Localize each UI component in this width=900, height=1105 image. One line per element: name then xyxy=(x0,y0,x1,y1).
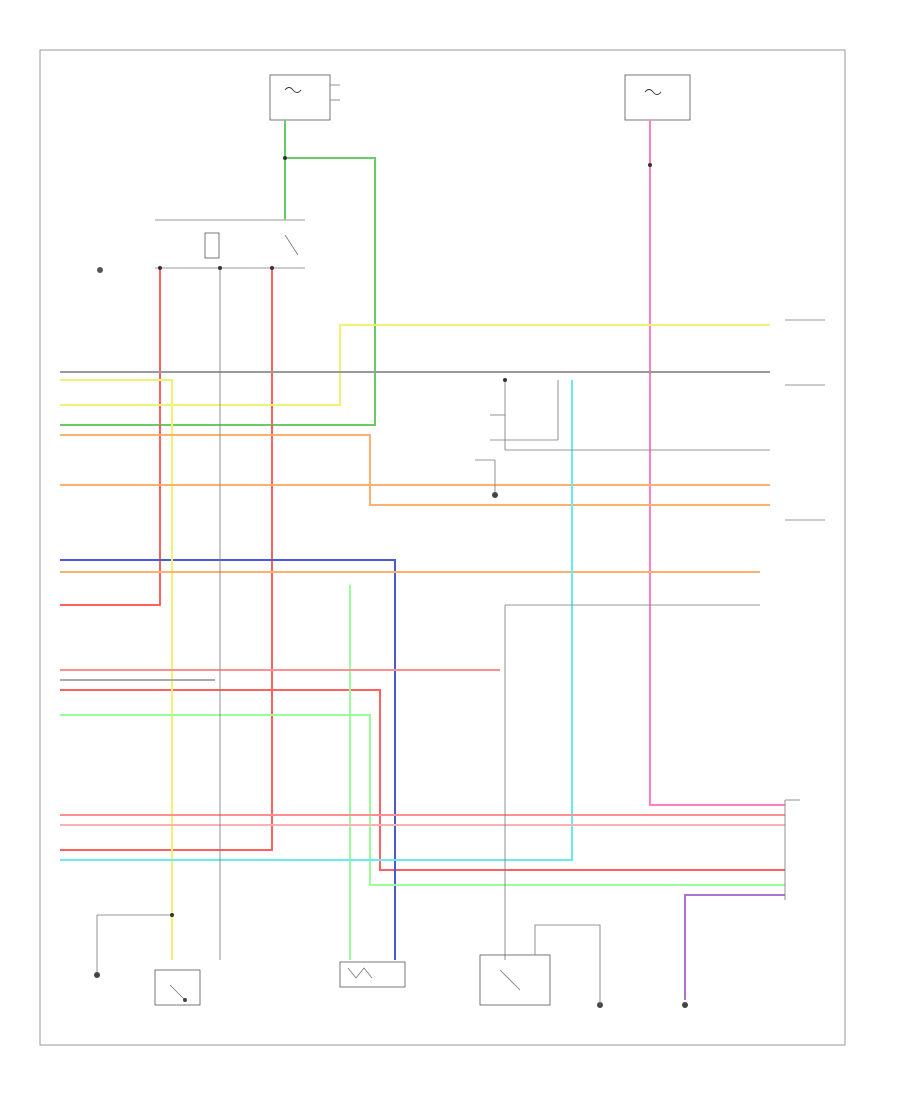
wire-orange-2 xyxy=(60,434,770,506)
output-shaft-speed-sensor xyxy=(339,961,406,988)
ground-symbol-bottom-left xyxy=(94,972,100,978)
brake-lamp-switch xyxy=(479,954,551,1006)
fuse-box-right xyxy=(624,74,691,121)
wire-red-lower xyxy=(60,689,785,871)
bottom-components xyxy=(94,492,688,1008)
ground-symbol-center xyxy=(492,492,498,498)
wire-yellow-2 xyxy=(60,324,770,406)
splice-points xyxy=(158,156,652,917)
top-right-fuse-panel xyxy=(624,74,691,121)
wire-yellow xyxy=(60,379,173,960)
wire-green-top xyxy=(60,120,376,426)
fuse-symbol-left xyxy=(284,87,302,93)
ground-symbol-left xyxy=(97,267,103,273)
diagram-frame xyxy=(39,49,846,1046)
relay-switch xyxy=(284,234,299,256)
right-side-brackets xyxy=(784,319,825,900)
wire-red-right xyxy=(60,268,273,851)
transmission-range-switch xyxy=(154,969,201,1006)
wire-pink-main xyxy=(649,120,785,806)
connector-lines xyxy=(219,268,770,960)
fuse-box-left xyxy=(269,74,331,121)
transmission-relay-block xyxy=(97,219,305,273)
fuse-symbol-right xyxy=(644,89,662,95)
wire-red-left xyxy=(60,268,161,606)
relay-coil xyxy=(204,232,220,259)
wire-lightgreen-1 xyxy=(60,714,785,886)
wire-purple xyxy=(684,894,785,1000)
ground-symbol-bottom-right xyxy=(682,1002,688,1008)
top-left-fuse-panel xyxy=(269,74,340,121)
wire-layer xyxy=(60,120,785,1000)
wire-cyan xyxy=(60,380,573,861)
wire-blue xyxy=(60,559,396,960)
